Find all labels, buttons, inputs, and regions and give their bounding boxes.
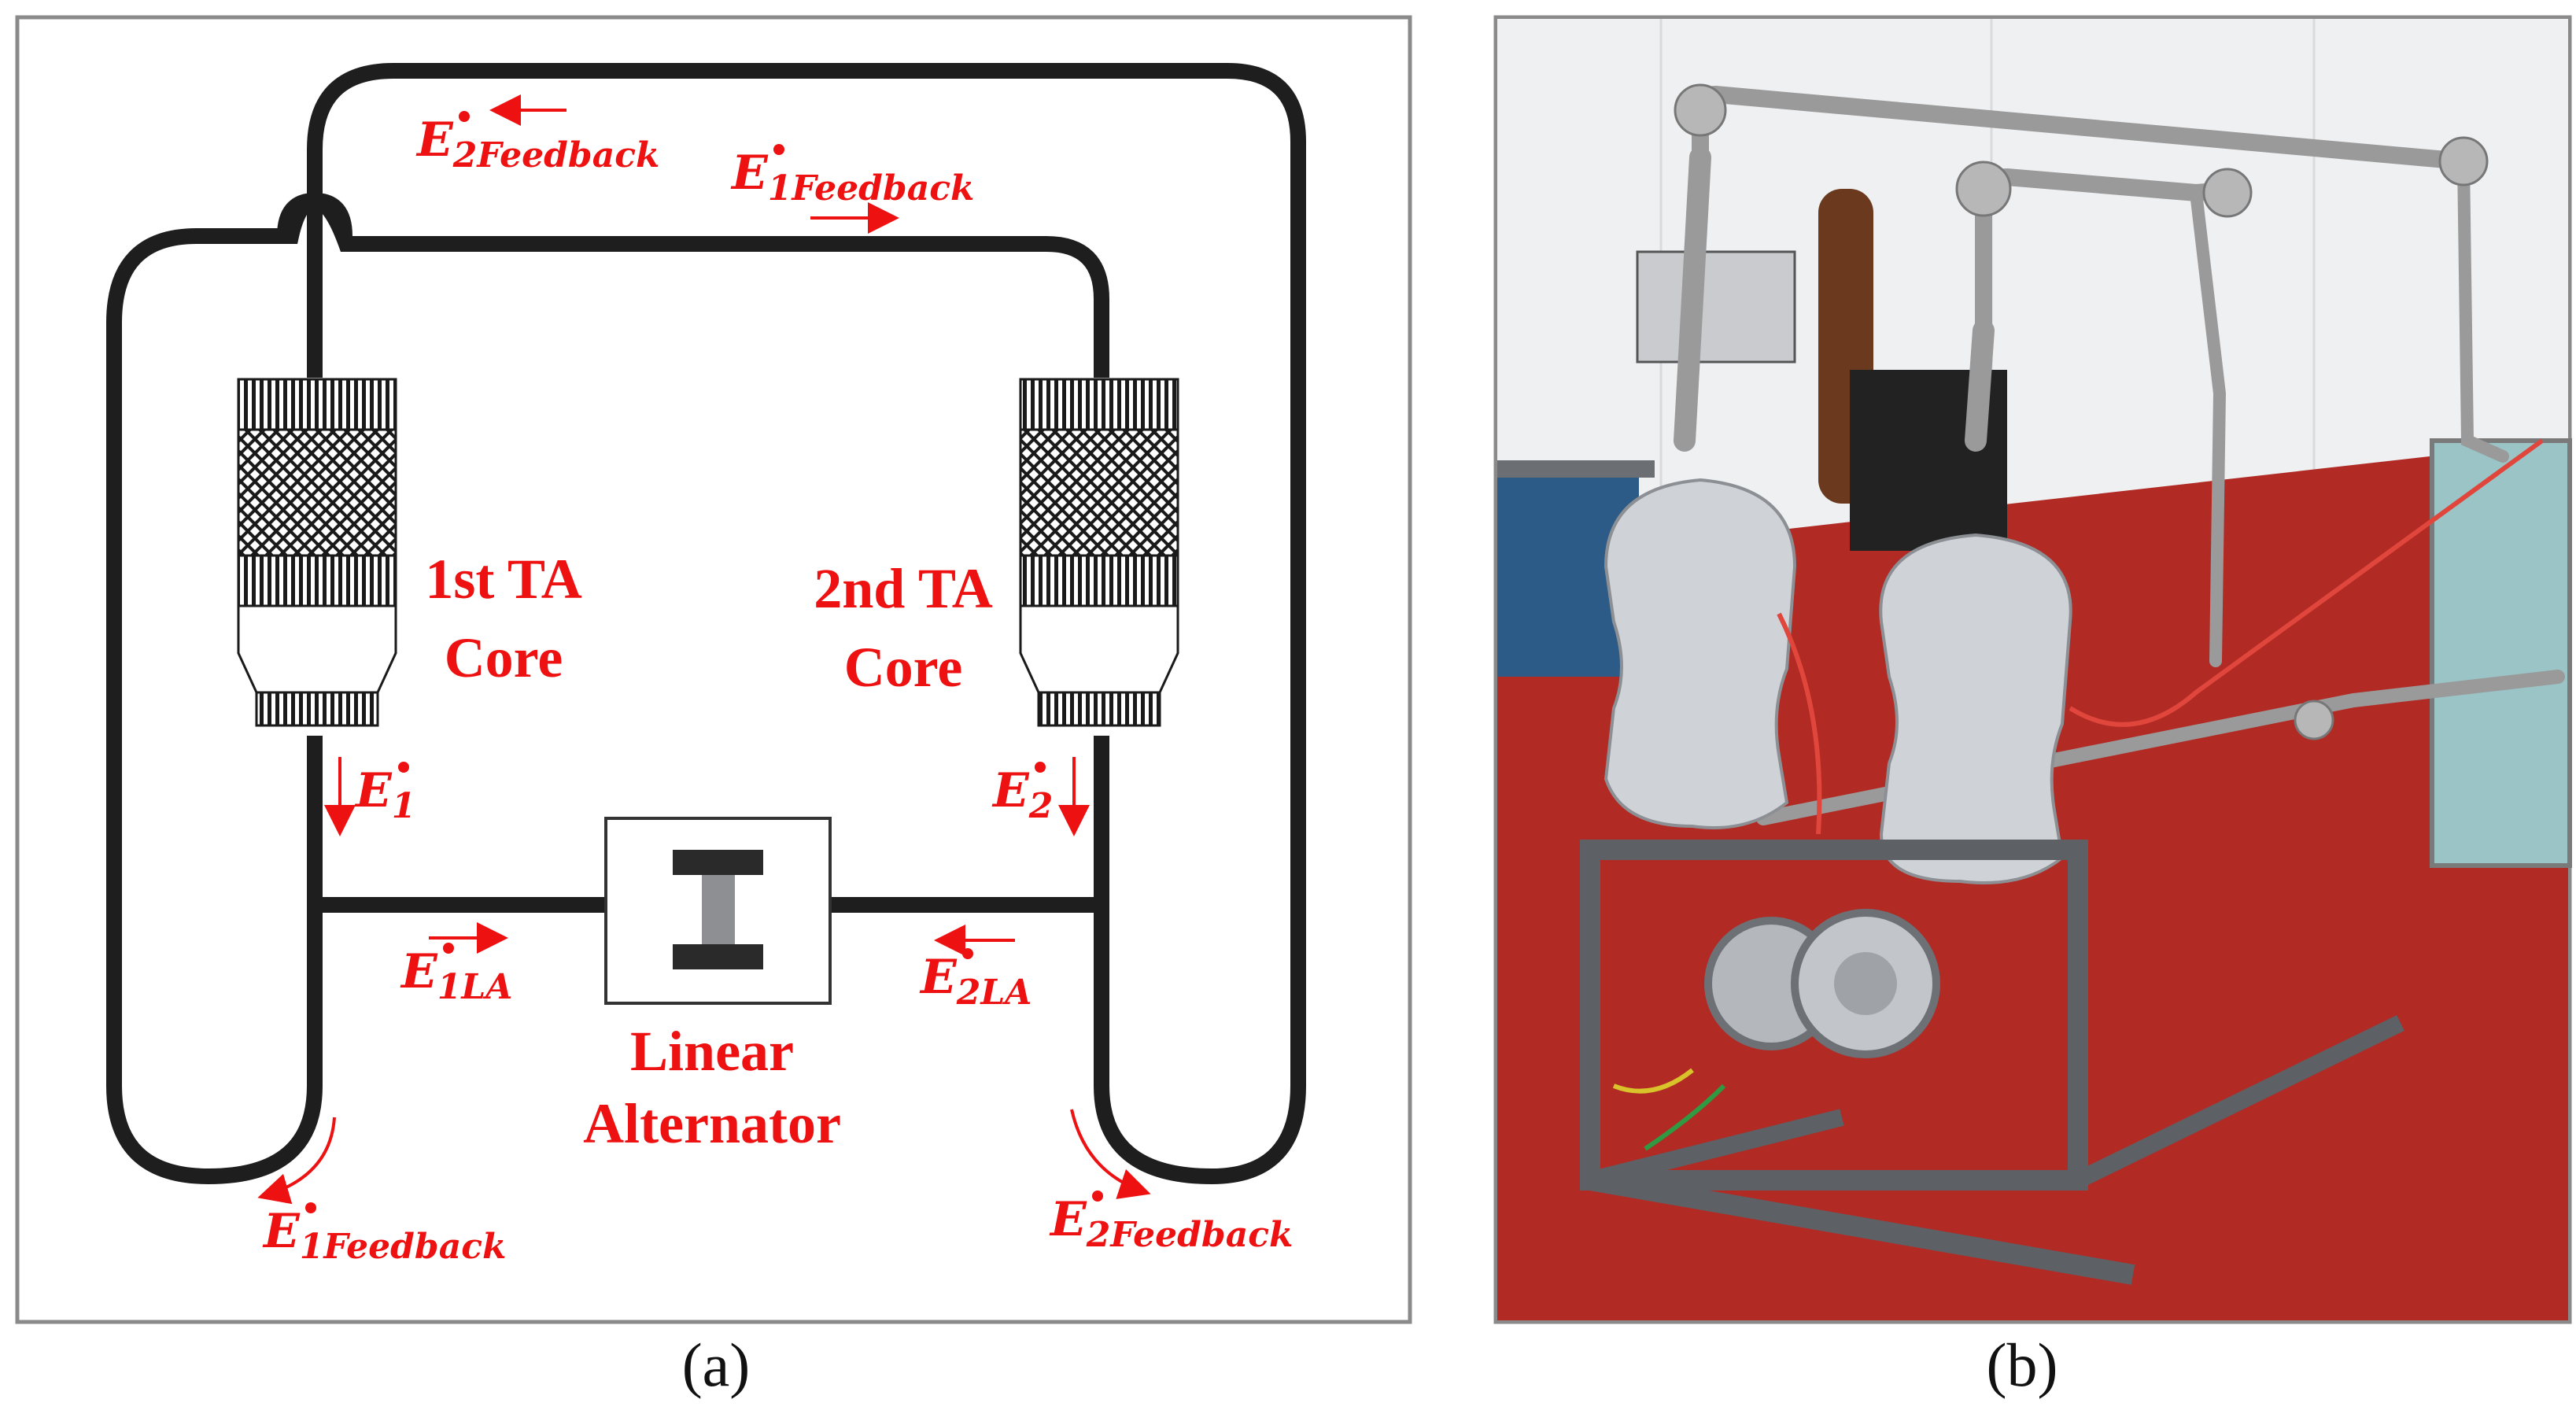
caption-a: (a) xyxy=(681,1331,751,1399)
ta-core-1 xyxy=(237,378,397,727)
label-e1-la: E1LA xyxy=(400,943,512,1007)
pipe-crossover xyxy=(277,192,352,237)
svg-text:E2: E2 xyxy=(991,763,1053,826)
core2-label-line2: Core xyxy=(844,636,963,699)
label-e1: E1 xyxy=(354,762,415,826)
label-e1-feedback-top: E1Feedback xyxy=(730,144,975,209)
alternator-label-line2: Alternator xyxy=(583,1092,841,1155)
svg-text:E2Feedback: E2Feedback xyxy=(415,113,660,175)
label-e1-feedback-bottom: E1Feedback xyxy=(262,1202,507,1267)
core1-label-line2: Core xyxy=(445,626,563,689)
svg-text:E1: E1 xyxy=(354,763,415,826)
svg-text:E2Feedback: E2Feedback xyxy=(1049,1192,1294,1255)
svg-text:E1Feedback: E1Feedback xyxy=(262,1204,507,1267)
foil-wrapped-cores xyxy=(1604,478,2072,884)
alternator-label-line1: Linear xyxy=(630,1020,794,1083)
feedback-pipe-inner xyxy=(106,192,1109,1185)
ta-core-2 xyxy=(1019,378,1179,727)
core2-label-line1: 2nd TA xyxy=(814,557,992,620)
water-tank xyxy=(2430,438,2572,868)
svg-text:E2LA: E2LA xyxy=(919,950,1032,1013)
caption-b: (b) xyxy=(1986,1331,2058,1399)
panel-b-photo xyxy=(1493,15,2572,1324)
linear-alternator-box xyxy=(604,817,832,1005)
instrument-wiring xyxy=(1612,438,2544,1151)
arrow-e2-feedback-bottom xyxy=(1070,1109,1151,1199)
label-e2-feedback-bottom: E2Feedback xyxy=(1049,1191,1294,1255)
panel-a-schematic: 1st TA Core 2nd TA Core Linear Alternato… xyxy=(15,15,1412,1324)
steel-frame-and-alternator xyxy=(1580,840,2404,1285)
gas-panel xyxy=(1636,250,1796,364)
label-e2-feedback-top: E2Feedback xyxy=(415,111,660,175)
svg-text:E1LA: E1LA xyxy=(400,944,512,1007)
svg-text:E1Feedback: E1Feedback xyxy=(730,146,975,209)
label-e2-la: E2LA xyxy=(919,948,1032,1013)
core1-label-line1: 1st TA xyxy=(425,548,581,611)
feedback-pipe-outer xyxy=(307,63,1306,1185)
arrow-e1-feedback-bottom xyxy=(257,1117,336,1205)
label-e2: E2 xyxy=(991,762,1053,826)
